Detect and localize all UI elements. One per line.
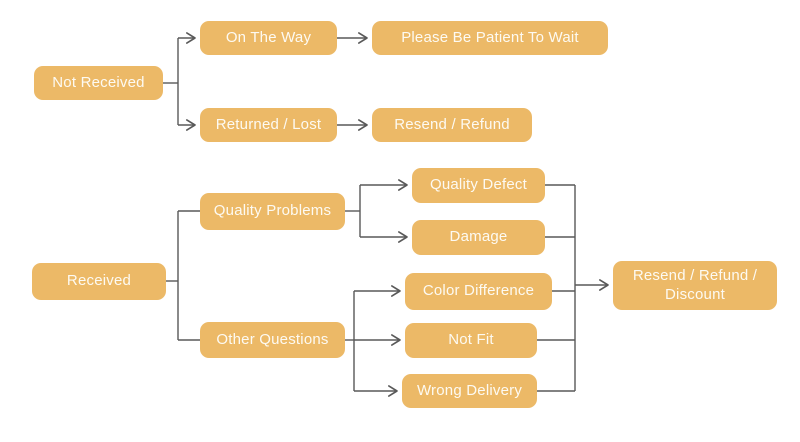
node-other-questions: Other Questions: [200, 322, 345, 358]
node-please-be-patient: Please Be Patient To Wait: [372, 21, 608, 55]
node-wrong-delivery: Wrong Delivery: [402, 374, 537, 408]
node-quality-defect: Quality Defect: [412, 168, 545, 203]
node-on-the-way: On The Way: [200, 21, 337, 55]
node-damage: Damage: [412, 220, 545, 255]
node-not-received: Not Received: [34, 66, 163, 100]
node-received: Received: [32, 263, 166, 300]
node-returned-lost: Returned / Lost: [200, 108, 337, 142]
node-quality-problems: Quality Problems: [200, 193, 345, 230]
node-resend-refund: Resend / Refund: [372, 108, 532, 142]
node-not-fit: Not Fit: [405, 323, 537, 358]
node-resend-refund-discount: Resend / Refund / Discount: [613, 261, 777, 310]
node-color-difference: Color Difference: [405, 273, 552, 310]
